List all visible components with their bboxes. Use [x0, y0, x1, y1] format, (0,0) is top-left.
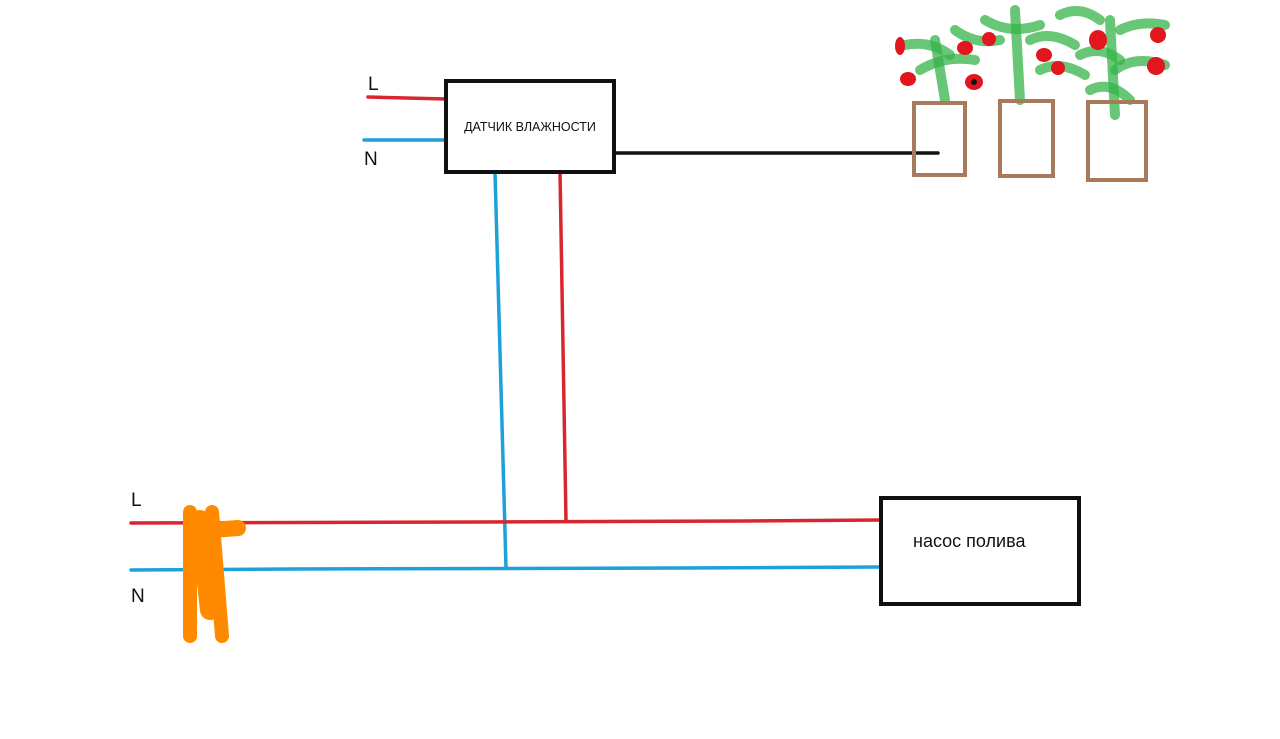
power-plug-icon — [183, 505, 246, 643]
plant-pot-2 — [998, 99, 1055, 178]
mains-n-label: N — [131, 586, 145, 607]
potted-plant-icon — [895, 5, 1170, 182]
plant-pot-1 — [912, 101, 967, 177]
irrigation-pump: насос полива — [879, 496, 1081, 606]
sensor-input-phase-wire — [366, 95, 448, 101]
sensor-input-n-label: N — [364, 149, 378, 170]
humidity-sensor-label: ДАТЧИК ВЛАЖНОСТИ — [464, 120, 596, 134]
irrigation-pump-box — [879, 496, 1081, 606]
sensor-input-l-label: L — [368, 74, 379, 95]
humidity-sensor-box — [444, 79, 616, 174]
sensor-phase-drop-wire — [558, 170, 568, 523]
humidity-sensor: ДАТЧИК ВЛАЖНОСТИ — [444, 79, 616, 174]
mains-l-label: L — [131, 490, 142, 511]
sensor-neutral-drop-wire — [493, 170, 508, 570]
mains-phase-wire — [129, 518, 883, 525]
plant-pot-3 — [1086, 100, 1148, 182]
mains-neutral-wire — [129, 565, 883, 572]
irrigation-pump-label: насос полива — [913, 531, 1026, 551]
